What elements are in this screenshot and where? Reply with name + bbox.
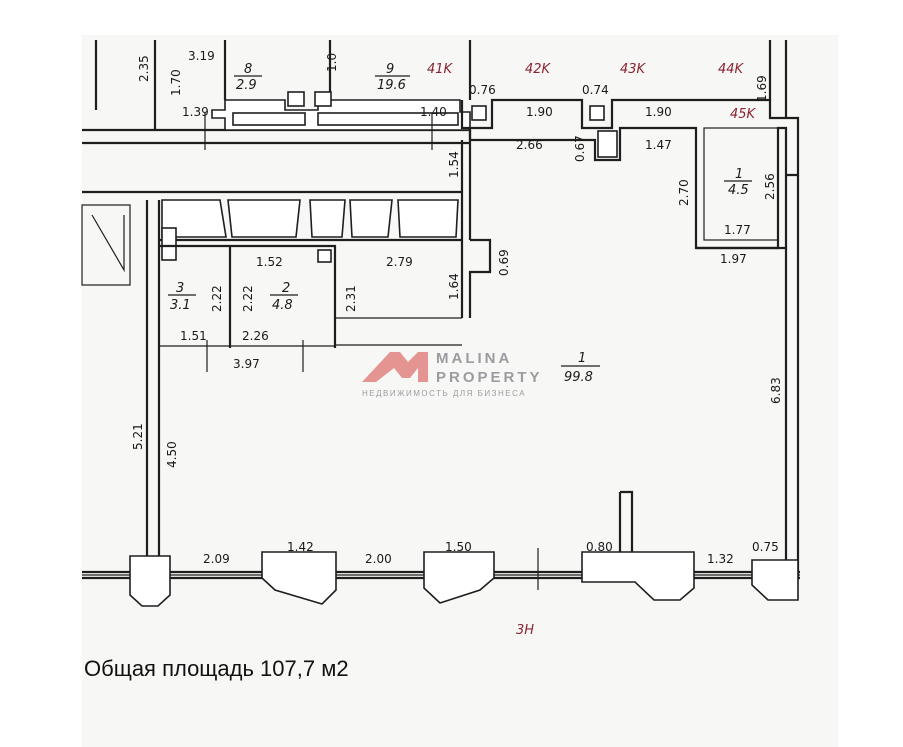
dim-label: 2.00 (365, 552, 392, 566)
room-number: 1 (735, 167, 743, 182)
dim-label: 5.21 (131, 423, 145, 450)
dim-label: 2.26 (242, 329, 269, 343)
dim-label: 0.69 (497, 249, 511, 276)
total-area-caption: Общая площадь 107,7 м2 (84, 656, 349, 681)
axis-label: 43K (620, 62, 647, 77)
dim-label: 1.47 (645, 138, 672, 152)
watermark-brand-line2: PROPERTY (436, 369, 543, 386)
dim-label: 2.31 (344, 285, 358, 312)
room-number: 3 (176, 281, 184, 296)
room-area: 2.9 (236, 78, 257, 93)
room-area: 99.8 (564, 370, 593, 385)
dim-label: 1.50 (445, 540, 472, 554)
room-area: 3.1 (170, 298, 191, 313)
dim-label: 6.83 (769, 377, 783, 404)
dim-label: 1.40 (420, 105, 447, 119)
axis-label: 42K (525, 62, 552, 77)
dim-label: 2.09 (203, 552, 230, 566)
malina-logo-icon (362, 352, 428, 382)
dim-label: 2.22 (210, 285, 224, 312)
dim-label: 1.69 (755, 75, 769, 102)
dim-label: 1.0 (325, 53, 339, 72)
dim-label: 3.19 (188, 49, 215, 63)
dim-label: 1.39 (182, 105, 209, 119)
room-number: 9 (386, 62, 394, 77)
dimension-labels: 2.35 3.19 1.70 1.39 1.0 1.40 1.54 0.76 1… (131, 49, 783, 566)
dim-label: 3.97 (233, 357, 260, 371)
axis-label: 41K (427, 62, 454, 77)
axis-label-bottom: 3H (516, 623, 534, 638)
dim-label: 0.74 (582, 83, 609, 97)
room-number: 8 (244, 62, 252, 77)
dim-label: 2.56 (763, 173, 777, 200)
dim-label: 1.70 (169, 69, 183, 96)
dim-label: 4.50 (165, 441, 179, 468)
dim-label: 1.64 (447, 273, 461, 300)
room-number: 2 (282, 281, 290, 296)
dim-label: 2.79 (386, 255, 413, 269)
axis-label: 45K (730, 107, 757, 122)
dim-label: 1.42 (287, 540, 314, 554)
dim-label: 1.97 (720, 252, 747, 266)
room-area: 19.6 (377, 78, 406, 93)
watermark-tagline: НЕДВИЖИМОСТЬ ДЛЯ БИЗНЕСА (362, 389, 526, 398)
dim-label: 1.52 (256, 255, 283, 269)
dim-label: 1.54 (447, 151, 461, 178)
watermark: MALINA PROPERTY НЕДВИЖИМОСТЬ ДЛЯ БИЗНЕСА (362, 350, 543, 398)
room-labels: 8 2.9 9 19.6 1 4.5 1 99.8 2 4.8 3 3.1 (168, 62, 752, 385)
plan-paper (82, 35, 838, 747)
facade (82, 548, 800, 607)
dim-label: 1.32 (707, 552, 734, 566)
main-walls (81, 113, 800, 578)
dim-label: 0.75 (752, 540, 779, 554)
room-number: 1 (578, 351, 586, 366)
dim-label: 1.90 (645, 105, 672, 119)
dim-label: 0.80 (586, 540, 613, 554)
watermark-brand-line1: MALINA (436, 350, 512, 367)
upper-walls (82, 40, 800, 177)
dim-label: 2.70 (677, 179, 691, 206)
room-area: 4.8 (272, 298, 293, 313)
dim-label: 1.77 (724, 223, 751, 237)
axis-label: 44K (718, 62, 745, 77)
room-area: 4.5 (728, 183, 749, 198)
dim-label: 1.51 (180, 329, 207, 343)
dim-label: 1.90 (526, 105, 553, 119)
dim-label: 0.67 (573, 135, 587, 162)
dim-label: 0.76 (469, 83, 496, 97)
dim-label: 2.35 (137, 55, 151, 82)
axis-labels: 41K 42K 43K 44K 45K 3H (427, 62, 757, 638)
dim-label: 2.22 (241, 285, 255, 312)
dim-label: 2.66 (516, 138, 543, 152)
